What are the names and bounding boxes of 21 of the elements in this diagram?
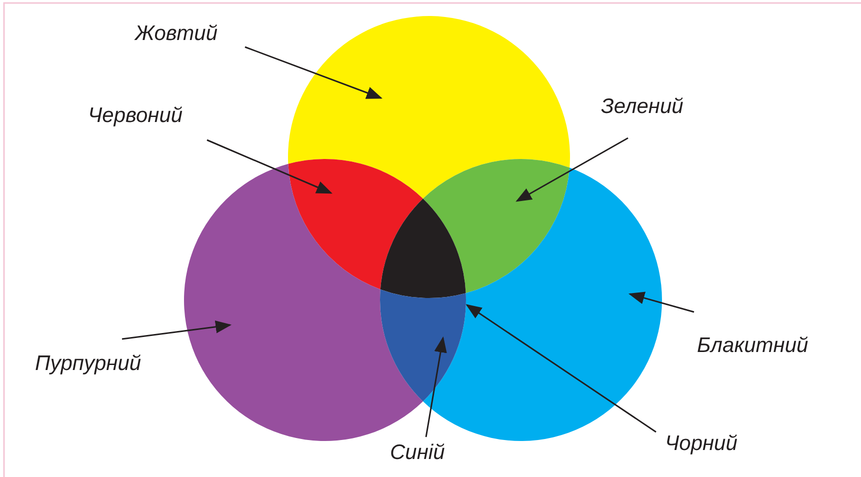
overlap-region xyxy=(288,159,423,290)
leader-line xyxy=(628,292,694,313)
circle-region xyxy=(288,16,570,199)
color-label: Жовтий xyxy=(135,22,218,46)
overlap-region xyxy=(423,159,570,294)
leader-line xyxy=(466,304,656,433)
leader-line xyxy=(425,336,447,438)
color-label: Синій xyxy=(390,441,445,465)
color-label: Блакитний xyxy=(697,334,808,358)
center-region xyxy=(380,198,466,298)
leader-line xyxy=(122,320,232,340)
color-label: Червоний xyxy=(88,104,183,128)
circle-region xyxy=(184,164,423,441)
color-label: Зелений xyxy=(601,95,684,119)
color-label: Пурпурний xyxy=(35,352,142,376)
circle-region xyxy=(423,168,662,441)
leader-line xyxy=(516,137,628,202)
color-label: Чорний xyxy=(665,432,738,456)
leader-line xyxy=(206,139,332,194)
overlap-region xyxy=(380,289,466,402)
leader-line xyxy=(244,46,382,99)
